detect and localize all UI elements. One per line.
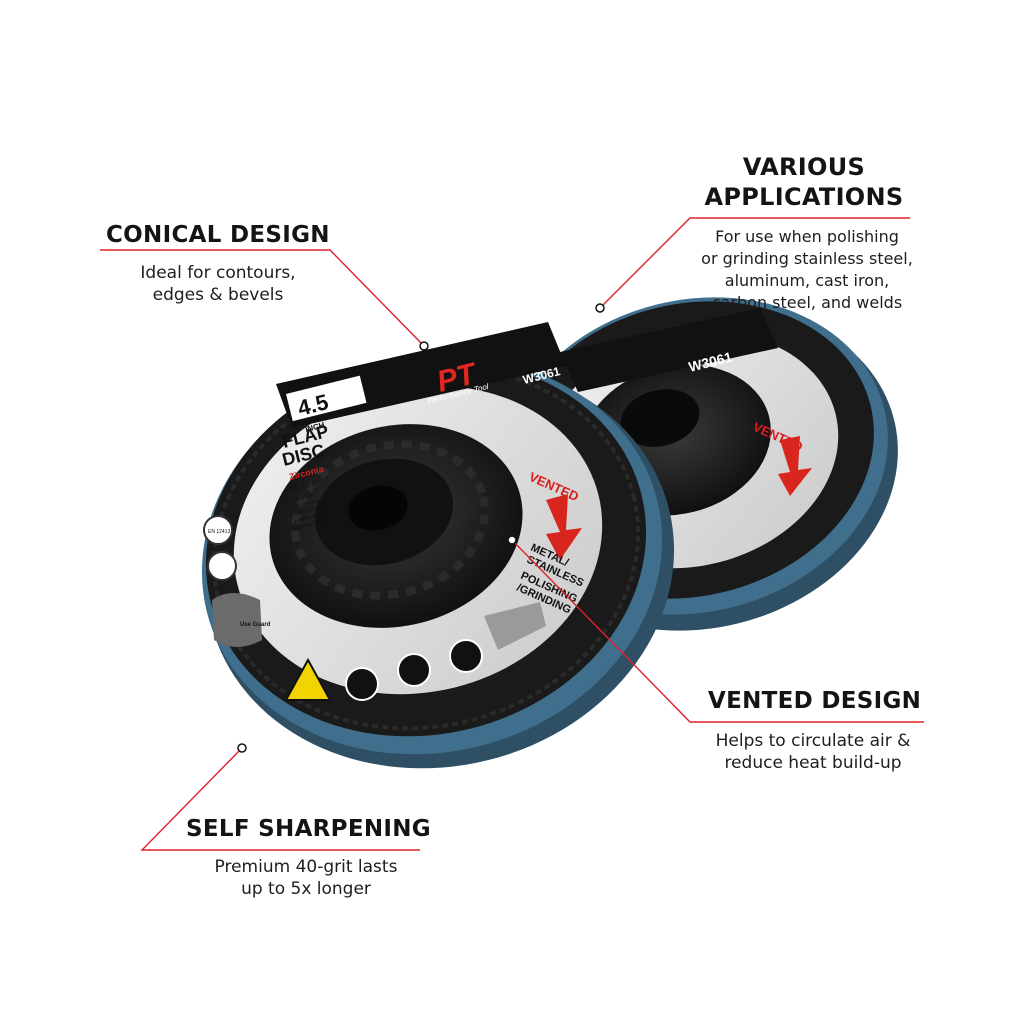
warning-triangle-icon	[284, 657, 332, 701]
leader-applications	[599, 217, 910, 309]
cert-label: EN 12413	[208, 529, 230, 535]
leader-conical	[100, 249, 425, 347]
leader-sharpening-dot	[237, 743, 247, 753]
gloves-icon	[397, 653, 431, 687]
applications-title-line: VARIOUS	[742, 153, 866, 181]
applications-line: aluminum, cast iron,	[724, 271, 890, 290]
vented-design-text: Helps to circulate air & reduce heat bui…	[700, 730, 926, 774]
self-sharpening-line: up to 5x longer	[241, 879, 371, 899]
applications-line: carbon steel, and welds	[711, 293, 903, 312]
conical-design-text: Ideal for contours, edges & bevels	[118, 262, 318, 306]
applications-line: For use when polishing	[715, 227, 899, 246]
angle-grinder-icon	[212, 593, 262, 647]
safety-seal-icon	[207, 551, 237, 581]
applications-text: For use when polishing or grinding stain…	[684, 226, 930, 314]
leader-vented	[511, 539, 924, 723]
vented-design-line: reduce heat build-up	[724, 753, 902, 773]
metal-beam-icon	[484, 602, 546, 650]
leader-conical-dot	[419, 341, 429, 351]
protective-clothing-icon	[345, 667, 379, 701]
leader-sharpening	[140, 747, 420, 851]
type-label: Type 29	[291, 493, 314, 504]
leader-applications-dot	[595, 303, 605, 313]
applications-line: or grinding stainless steel,	[701, 249, 913, 268]
leader-vented-dot	[507, 535, 517, 545]
eye-protection-icon	[449, 639, 483, 673]
self-sharpening-text: Premium 40-grit lasts up to 5x longer	[196, 856, 416, 900]
applications-title: VARIOUS APPLICATIONS	[690, 152, 918, 212]
guard-label: Use Guard	[240, 622, 271, 628]
leader-lines	[100, 217, 924, 851]
cert-badge-icon	[203, 515, 233, 545]
conical-design-title: CONICAL DESIGN	[106, 222, 330, 248]
vented-arrow-icon	[546, 494, 582, 560]
conical-design-line: Ideal for contours,	[140, 263, 296, 283]
vented-design-title: VENTED DESIGN	[708, 688, 922, 714]
vented-design-line: Helps to circulate air &	[715, 731, 911, 751]
self-sharpening-title: SELF SHARPENING	[186, 816, 431, 842]
conical-design-line: edges & bevels	[152, 285, 284, 305]
front-disc: 4.5 INCH PT Performance Tool W3061 FLAP …	[201, 322, 675, 769]
applications-title-line: APPLICATIONS	[704, 183, 904, 211]
self-sharpening-line: Premium 40-grit lasts	[214, 857, 398, 877]
